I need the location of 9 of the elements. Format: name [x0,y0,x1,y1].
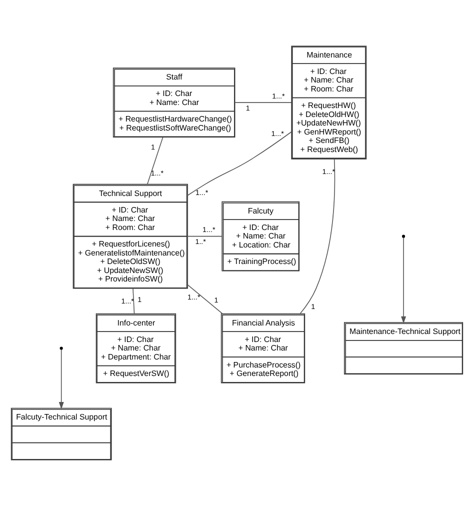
connector [187,284,223,314]
arrow [58,349,64,410]
connector [234,102,292,103]
connector [300,158,336,314]
connector [187,131,292,196]
connector [146,136,164,185]
arrow [401,237,406,324]
connector [132,288,135,314]
connector [187,236,222,237]
